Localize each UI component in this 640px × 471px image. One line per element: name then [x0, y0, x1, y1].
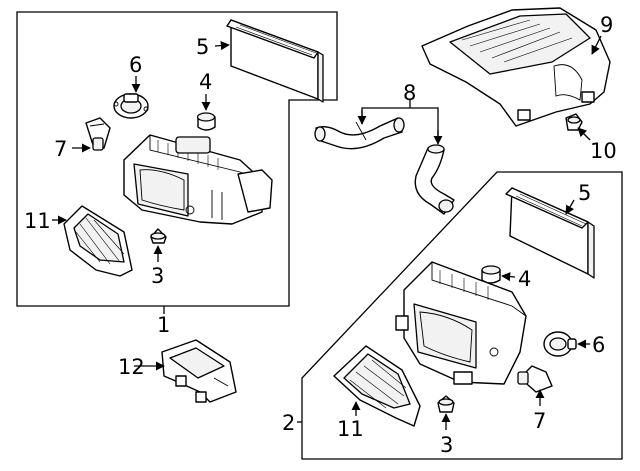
callout-9: 9 [600, 13, 613, 37]
callout-12: 12 [118, 355, 145, 379]
connector-lower [517, 365, 553, 393]
callout-3-lower: 3 [440, 433, 453, 457]
sensor-lower [543, 331, 577, 357]
bolt-lower [437, 395, 455, 413]
callout-11-lower: 11 [337, 417, 364, 441]
callout-5-lower: 5 [578, 181, 591, 205]
assembly-2-frame [301, 171, 623, 460]
grommet-lower [481, 265, 501, 284]
bolt-10 [565, 113, 583, 131]
bolt-upper [150, 228, 167, 244]
callout-4-lower: 4 [518, 267, 531, 291]
callout-8: 8 [403, 81, 416, 105]
grommet-upper [196, 112, 216, 131]
callout-5-upper: 5 [196, 35, 209, 59]
connector-upper [85, 117, 111, 151]
engine-cover [421, 7, 611, 127]
duct-seal-lower [333, 345, 421, 427]
assembly-1-frame [16, 11, 338, 307]
air-cleaner-housing-upper [123, 134, 273, 225]
callout-4-upper: 4 [199, 70, 212, 94]
callout-2: 2 [282, 411, 295, 435]
air-cleaner-housing-lower [395, 261, 527, 385]
hose-8-left [314, 117, 405, 150]
callout-1: 1 [157, 313, 170, 337]
callout-7-lower: 7 [533, 409, 546, 433]
callout-6-upper: 6 [129, 53, 142, 77]
callout-10: 10 [590, 139, 617, 163]
hose-8-right [414, 144, 455, 215]
duct-seal-upper [63, 205, 133, 277]
callout-6-lower: 6 [592, 333, 605, 357]
callout-11-upper: 11 [24, 209, 51, 233]
leader-lines [52, 35, 602, 430]
bracket-12 [161, 339, 237, 403]
air-filter-element-lower [505, 187, 595, 279]
air-filter-element-upper [226, 19, 324, 103]
callout-3-upper: 3 [151, 264, 164, 288]
sensor-upper [113, 93, 149, 119]
callout-7-upper: 7 [54, 137, 67, 161]
